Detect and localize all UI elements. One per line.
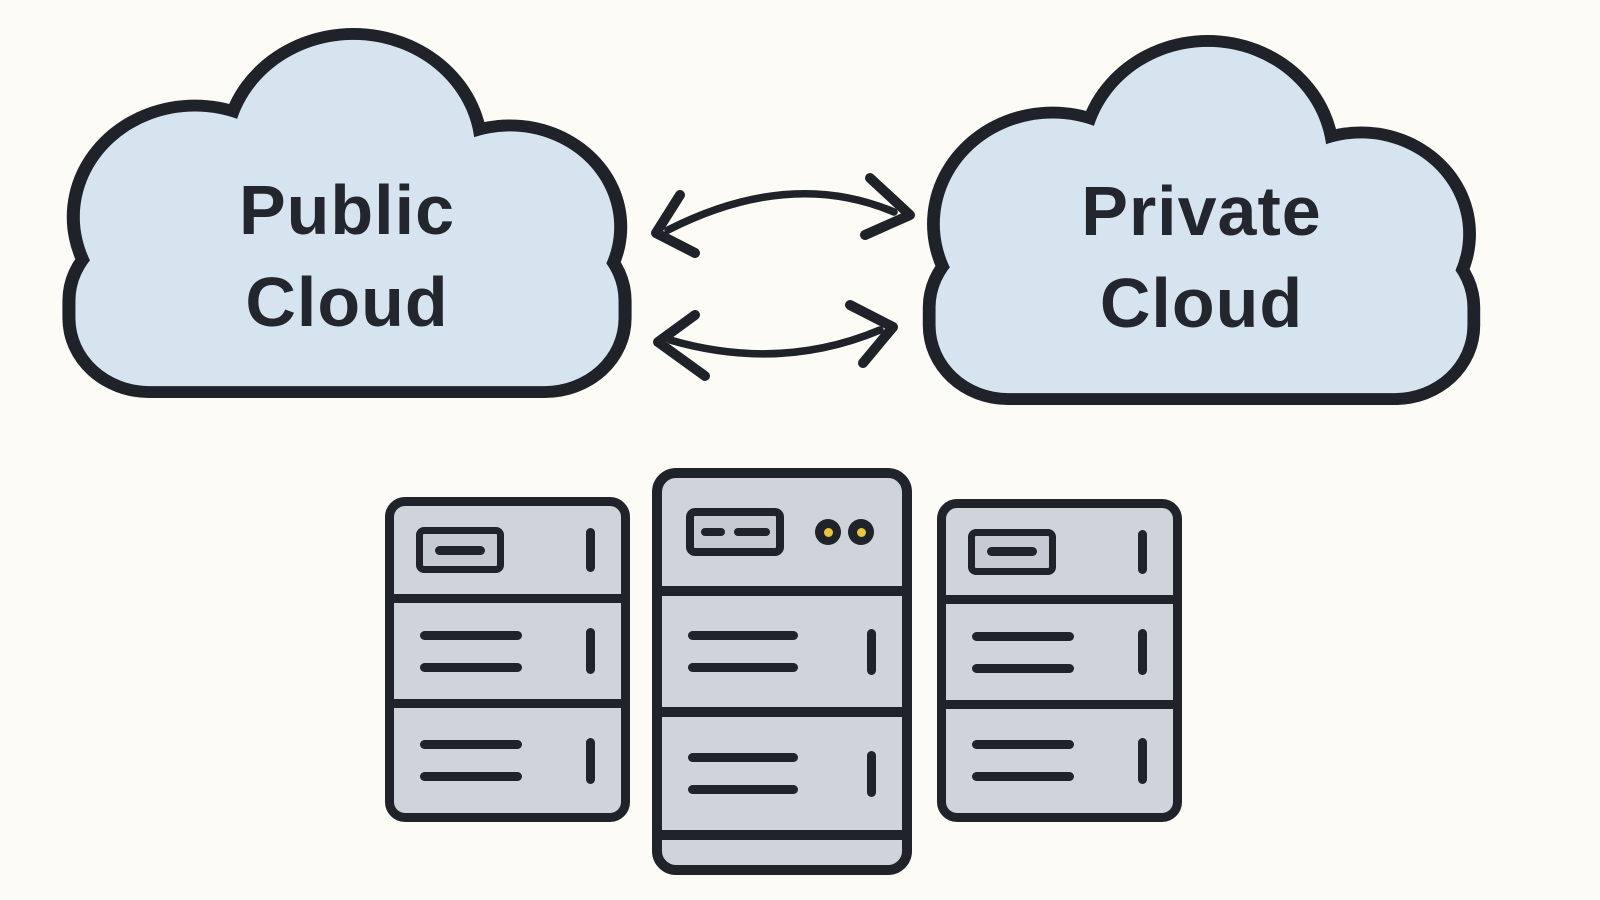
server-bay [946, 508, 1173, 595]
drive-slot-icon [1138, 629, 1147, 676]
public-cloud-label-line1: Public [238, 171, 456, 249]
led-icon [848, 519, 874, 545]
arrowhead-right-icon [845, 300, 898, 368]
cloud-icon [922, 34, 1481, 406]
drive-slot-icon [586, 737, 595, 784]
private-cloud-label: Private Cloud [893, 165, 1510, 349]
vent-lines-icon [972, 740, 1074, 782]
server-rack-left [385, 497, 630, 822]
vent-lines-icon [972, 631, 1074, 673]
drive-slot-icon [1138, 737, 1147, 784]
sync-arrow-top [651, 173, 915, 258]
server-display-icon [416, 527, 504, 573]
arrowhead-right-icon [860, 173, 915, 240]
private-cloud-node: Private Cloud [893, 29, 1510, 407]
public-cloud-label-line2: Cloud [245, 263, 449, 341]
drive-slot-icon [867, 750, 876, 797]
server-bay [394, 506, 621, 594]
vent-lines-icon [688, 753, 798, 794]
server-base [662, 830, 902, 865]
public-cloud-node: Public Cloud [32, 22, 662, 400]
server-rack-center [652, 468, 912, 875]
server-bay [662, 707, 902, 830]
server-rack-right [937, 499, 1182, 822]
drive-slot-icon [586, 528, 595, 572]
arrowhead-left-icon [651, 190, 700, 258]
public-cloud-label: Public Cloud [32, 164, 662, 348]
sync-arrow-bottom [653, 300, 898, 381]
vent-lines-icon [420, 630, 522, 672]
server-bay [946, 699, 1173, 813]
arrowhead-left-icon [653, 310, 710, 381]
led-icon [815, 519, 841, 545]
sync-arrows [651, 173, 915, 381]
private-cloud-label-line1: Private [1081, 172, 1322, 250]
drive-slot-icon [867, 628, 876, 675]
server-bay [662, 586, 902, 707]
server-display-icon [968, 528, 1056, 575]
cloud-icon [62, 27, 632, 399]
server-bay [394, 699, 621, 813]
drive-slot-icon [586, 628, 595, 674]
status-leds [815, 519, 874, 545]
private-cloud-label-line2: Cloud [1099, 264, 1304, 342]
vent-lines-icon [688, 631, 798, 672]
vent-panel-icon [686, 508, 784, 556]
vent-lines-icon [420, 740, 522, 781]
server-bay [946, 595, 1173, 699]
drive-slot-icon [1138, 529, 1147, 574]
server-bay [662, 478, 902, 586]
server-bay [394, 594, 621, 699]
